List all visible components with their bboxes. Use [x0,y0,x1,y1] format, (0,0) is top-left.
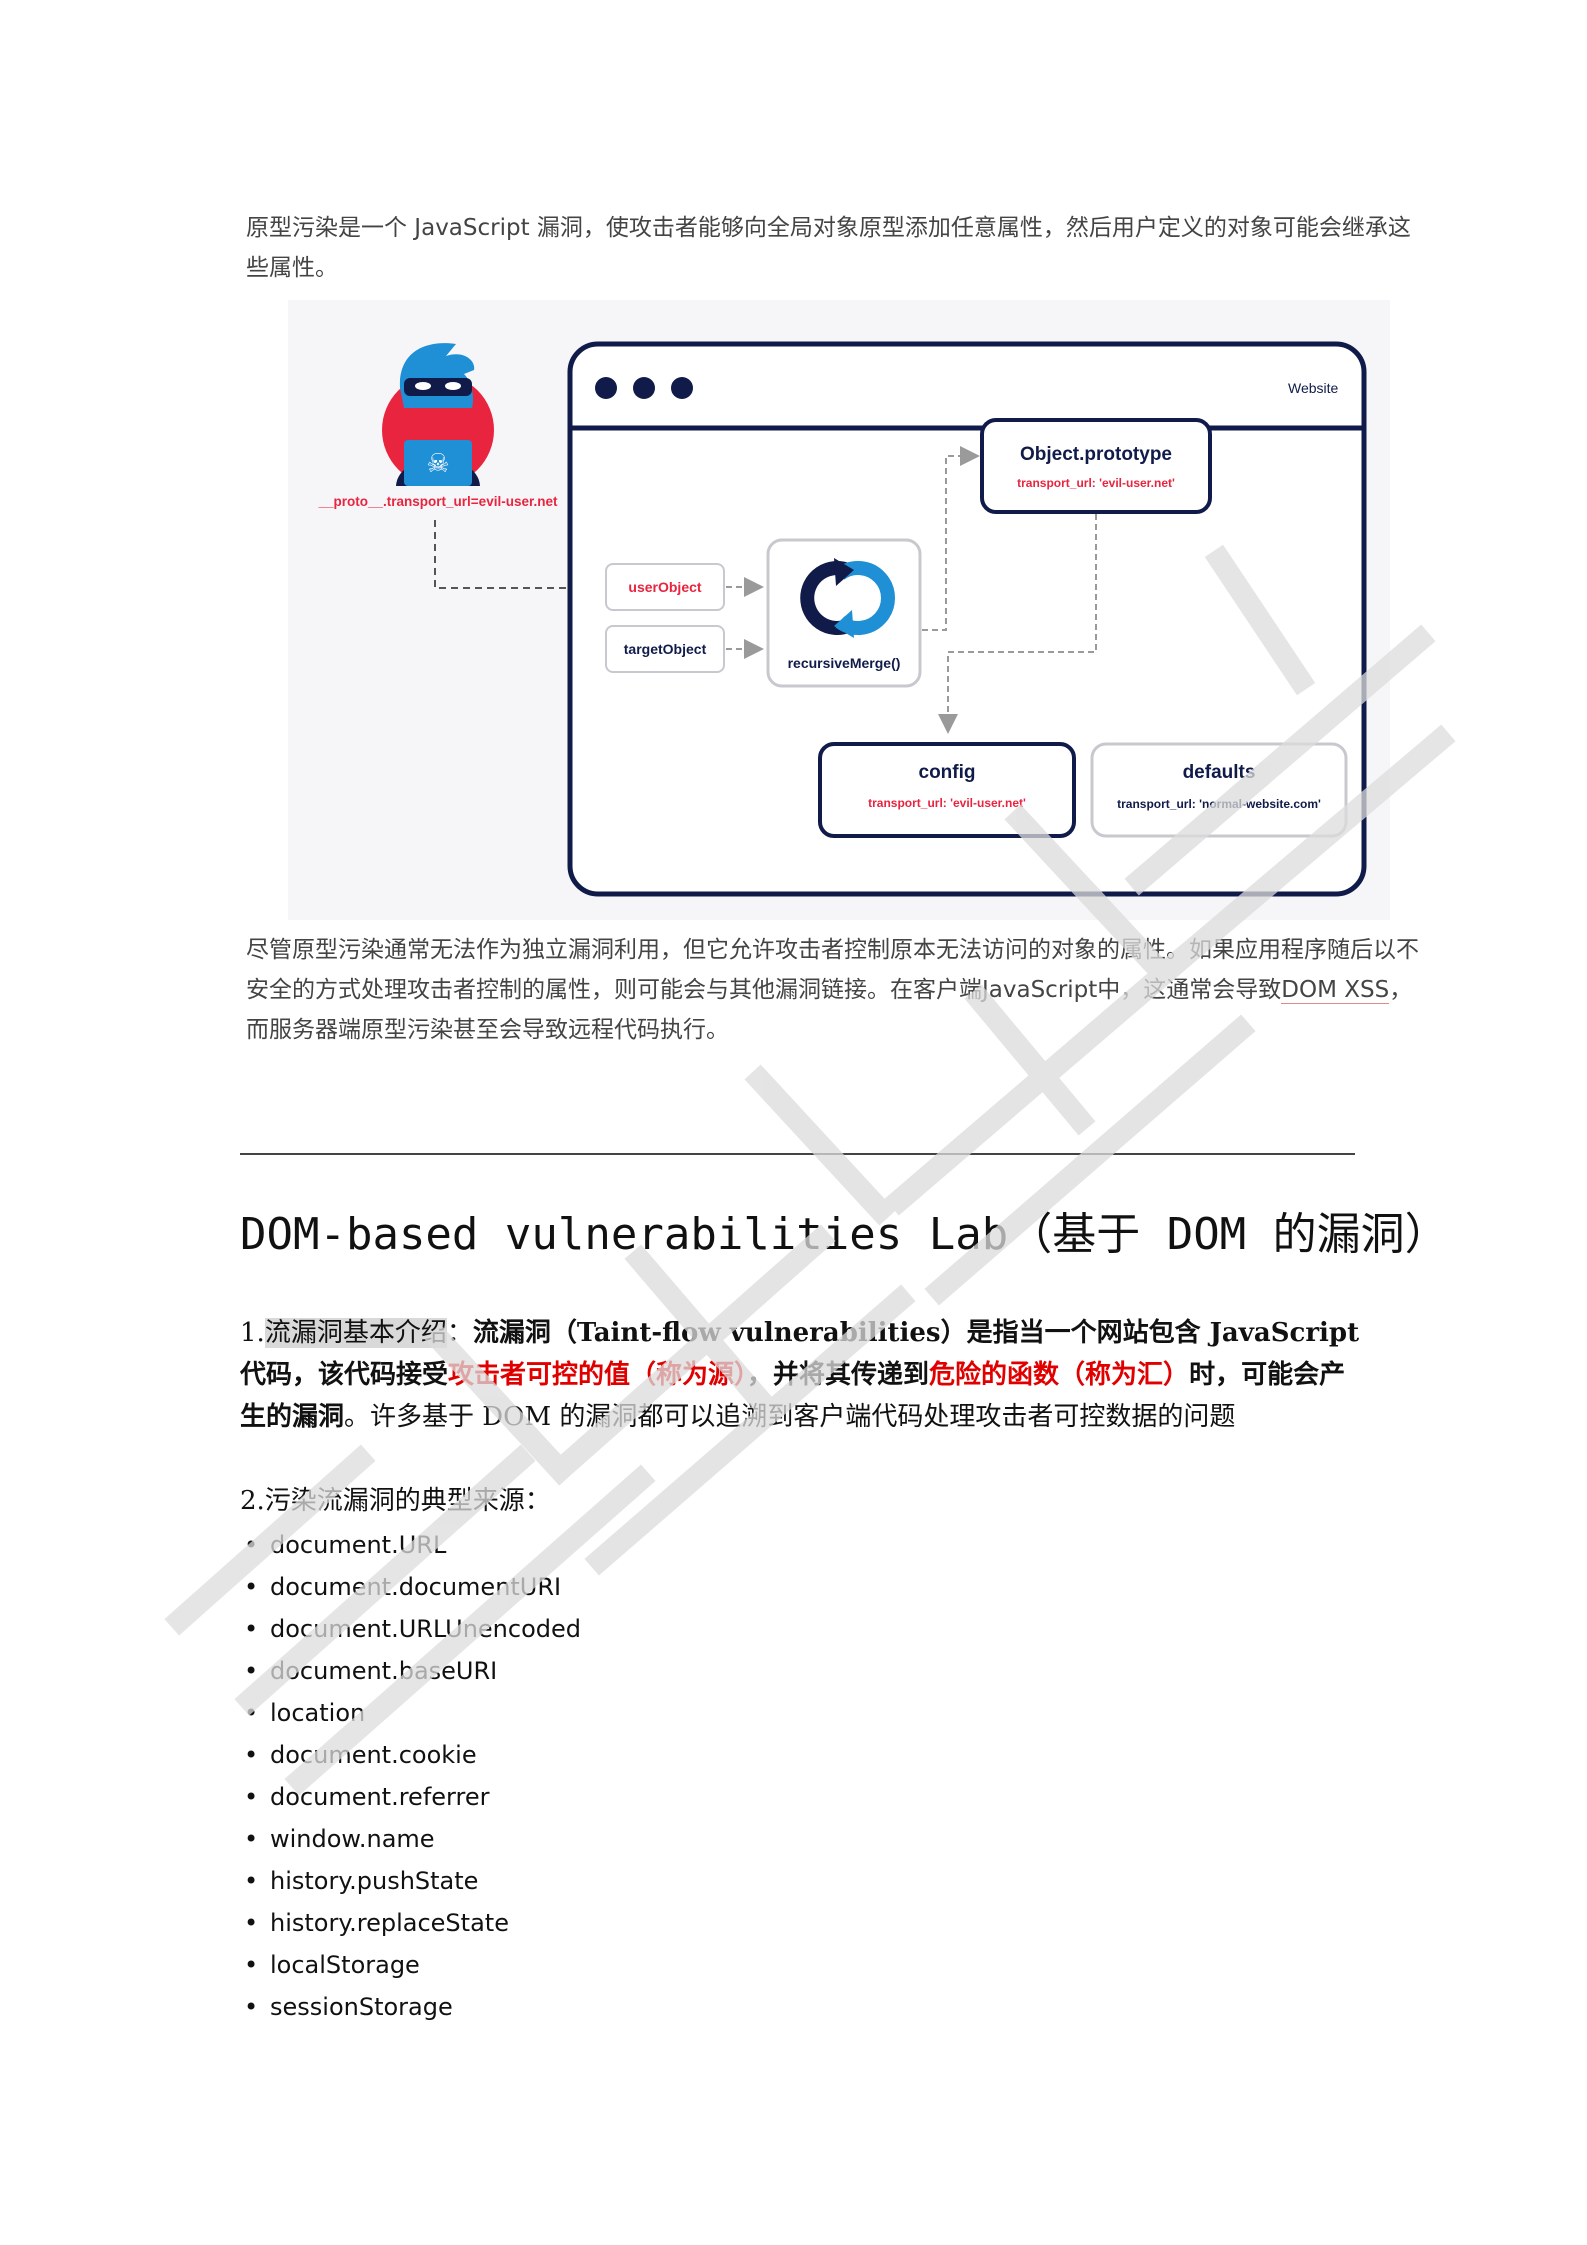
list-item: •location [244,1692,581,1734]
bullet-icon: • [244,1951,259,1979]
p1-colon: ： [446,1318,473,1348]
bullet-icon: • [244,1909,259,1937]
bullet-icon: • [244,1783,259,1811]
config-value: transport_url: 'evil-user.net' [868,796,1026,810]
list-item: •document.URLUnencoded [244,1608,581,1650]
list-item: •history.pushState [244,1860,581,1902]
list-item: •document.URL [244,1524,581,1566]
list-item: •history.replaceState [244,1902,581,1944]
p1-bold-2: ，并将其传递到 [747,1360,930,1390]
defaults-title: defaults [1183,762,1256,783]
p1-highlight: 流漏洞基本介绍 [264,1318,447,1348]
bullet-icon: • [244,1741,259,1769]
bullet-icon: • [244,1657,259,1685]
config-box [818,742,1076,838]
bullet-icon: • [244,1615,259,1643]
list-item: •document.documentURI [244,1566,581,1608]
list-item: •sessionStorage [244,1986,581,2028]
p1-bold-3: 时，可能会产生的漏洞 [240,1360,1346,1432]
bullet-icon: • [244,1825,259,1853]
svg-text:☠: ☠ [426,449,449,479]
after-text-1: 尽管原型污染通常无法作为独立漏洞利用，但它允许攻击者控制原本无法访问的对象的属性… [246,937,1419,1003]
list-item: •window.name [244,1818,581,1860]
target-object-box [605,625,725,673]
defaults-box [1090,742,1348,838]
target-object-label: targetObject [624,641,707,657]
merge-label: recursiveMerge() [788,655,901,671]
object-prototype-value: transport_url: 'evil-user.net' [1017,476,1175,490]
taint-flow-intro: 1.流漏洞基本介绍：流漏洞（Taint-flow vulnerabilities… [240,1312,1365,1438]
p1-rest: 。许多基于 DOM 的漏洞都可以追溯到客户端代码处理攻击者可控数据的问题 [344,1402,1236,1432]
website-label: Website [1288,380,1339,396]
list-item: •document.baseURI [244,1650,581,1692]
bullet-icon: • [244,1699,259,1727]
section-heading: DOM-based vulnerabilities Lab（基于 DOM 的漏洞… [240,1209,1449,1260]
p1-source-term: 攻击者可控的值（称为源） [448,1360,748,1390]
object-prototype-title: Object.prototype [1020,444,1172,465]
user-object-box [605,563,725,611]
object-prototype-box [980,418,1212,514]
section-divider [240,1153,1355,1155]
intro-paragraph: 原型污染是一个 JavaScript 漏洞，使攻击者能够向全局对象原型添加任意属… [246,215,1411,281]
list-item: •document.referrer [244,1776,581,1818]
bullet-icon: • [244,1573,259,1601]
sources-heading: 2.污染流漏洞的典型来源： [240,1486,551,1516]
p1-num: 1. [240,1318,265,1348]
p1-sink-term: 危险的函数（称为汇） [929,1360,1190,1390]
attacker-avatar: ☠ [382,343,494,486]
after-paragraph: 尽管原型污染通常无法作为独立漏洞利用，但它允许攻击者控制原本无法访问的对象的属性… [246,930,1426,1050]
bullet-icon: • [244,1993,259,2021]
user-object-label: userObject [628,579,701,595]
bullet-icon: • [244,1531,259,1559]
attacker-payload: __proto__.transport_url=evil-user.net [318,494,558,509]
defaults-value: transport_url: 'normal-website.com' [1117,797,1321,811]
config-title: config [919,762,976,783]
list-item: •document.cookie [244,1734,581,1776]
dom-xss-link[interactable]: DOM XSS [1281,977,1390,1004]
bullet-icon: • [244,1867,259,1895]
merge-icon [800,558,895,638]
prototype-pollution-diagram: ☠ __proto__.transport_url=evil-user.net … [288,300,1390,920]
sources-list: •document.URL •document.documentURI •doc… [244,1524,581,2028]
list-item: •localStorage [244,1944,581,1986]
